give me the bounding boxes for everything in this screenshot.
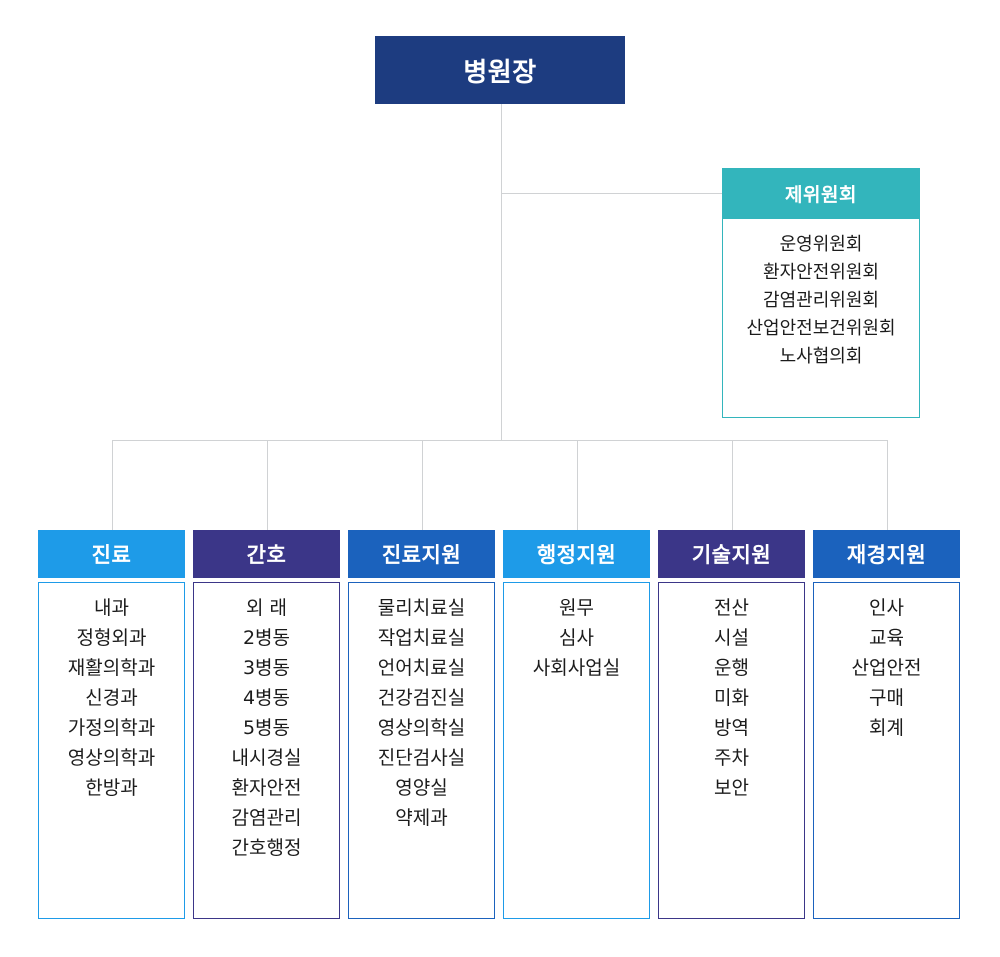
node-department-6-body: 인사 교육 산업안전 구매 회계 [813, 582, 960, 919]
connector-drop-2 [267, 440, 268, 530]
list-item: 인사 [869, 597, 904, 619]
list-item: 내시경실 [231, 747, 302, 769]
connector-drop-6 [887, 440, 888, 530]
list-item: 4병동 [242, 687, 291, 709]
node-department-2-header: 간호 [193, 530, 340, 578]
list-item: 산업안전 [851, 657, 922, 679]
list-item: 감염관리위원회 [763, 290, 879, 311]
list-item: 노사협의회 [779, 346, 863, 367]
list-item: 물리치료실 [377, 597, 466, 619]
list-item: 영상의학과 [67, 747, 156, 769]
list-item: 보안 [714, 777, 749, 799]
list-item: 내과 [94, 597, 129, 619]
list-item: 진단검사실 [377, 747, 466, 769]
list-item: 한방과 [85, 777, 138, 799]
node-department-5-header: 기술지원 [658, 530, 805, 578]
node-department-3[interactable]: 진료지원 물리치료실 작업치료실 언어치료실 건강검진실 영상의학실 진단검사실… [348, 530, 495, 919]
list-item: 환자안전위원회 [763, 262, 879, 283]
node-department-1-header: 진료 [38, 530, 185, 578]
list-item: 회계 [869, 717, 904, 739]
list-item: 작업치료실 [377, 627, 466, 649]
list-item: 운행 [714, 657, 749, 679]
list-item: 신경과 [85, 687, 138, 709]
list-item: 건강검진실 [377, 687, 466, 709]
connector-committee-branch [501, 193, 722, 194]
node-department-4[interactable]: 행정지원 원무 심사 사회사업실 [503, 530, 650, 919]
list-item: 미화 [714, 687, 749, 709]
list-item: 산업안전보건위원회 [746, 318, 896, 339]
list-item: 방역 [714, 717, 749, 739]
node-committees-body: 운영위원회 환자안전위원회 감염관리위원회 산업안전보건위원회 노사협의회 [722, 218, 920, 418]
list-item: 외 래 [246, 597, 287, 619]
connector-drop-1 [112, 440, 113, 530]
list-item: 구매 [869, 687, 904, 709]
node-department-6[interactable]: 재경지원 인사 교육 산업안전 구매 회계 [813, 530, 960, 919]
node-committees-header: 제위원회 [722, 168, 920, 218]
list-item: 전산 [714, 597, 749, 619]
list-item: 영양실 [395, 777, 448, 799]
connector-drop-3 [422, 440, 423, 530]
list-item: 5병동 [242, 717, 291, 739]
list-item: 약제과 [395, 807, 448, 829]
node-hospital-director-header: 병원장 [375, 36, 625, 104]
list-item: 심사 [559, 627, 594, 649]
node-department-5-body: 전산 시설 운행 미화 방역 주차 보안 [658, 582, 805, 919]
list-item: 감염관리 [231, 807, 302, 829]
node-department-5[interactable]: 기술지원 전산 시설 운행 미화 방역 주차 보안 [658, 530, 805, 919]
node-department-1[interactable]: 진료 내과 정형외과 재활의학과 신경과 가정의학과 영상의학과 한방과 [38, 530, 185, 919]
node-department-6-header: 재경지원 [813, 530, 960, 578]
list-item: 운영위원회 [779, 234, 863, 255]
node-department-2-body: 외 래 2병동 3병동 4병동 5병동 내시경실 환자안전 감염관리 간호행정 [193, 582, 340, 919]
node-department-1-body: 내과 정형외과 재활의학과 신경과 가정의학과 영상의학과 한방과 [38, 582, 185, 919]
list-item: 가정의학과 [67, 717, 156, 739]
list-item: 원무 [559, 597, 594, 619]
node-department-2[interactable]: 간호 외 래 2병동 3병동 4병동 5병동 내시경실 환자안전 감염관리 간호… [193, 530, 340, 919]
connector-drop-5 [732, 440, 733, 530]
list-item: 2병동 [242, 627, 291, 649]
node-committees[interactable]: 제위원회 운영위원회 환자안전위원회 감염관리위원회 산업안전보건위원회 노사협… [722, 168, 920, 418]
list-item: 영상의학실 [377, 717, 466, 739]
connector-director-trunk [501, 104, 502, 440]
list-item: 재활의학과 [67, 657, 156, 679]
list-item: 간호행정 [231, 837, 302, 859]
list-item: 시설 [714, 627, 749, 649]
list-item: 주차 [714, 747, 749, 769]
connector-distribution-bar [112, 440, 888, 441]
node-department-4-body: 원무 심사 사회사업실 [503, 582, 650, 919]
connector-drop-4 [577, 440, 578, 530]
node-department-3-body: 물리치료실 작업치료실 언어치료실 건강검진실 영상의학실 진단검사실 영양실 … [348, 582, 495, 919]
list-item: 3병동 [242, 657, 291, 679]
node-department-4-header: 행정지원 [503, 530, 650, 578]
list-item: 환자안전 [231, 777, 302, 799]
list-item: 언어치료실 [377, 657, 466, 679]
node-department-3-header: 진료지원 [348, 530, 495, 578]
list-item: 교육 [869, 627, 904, 649]
list-item: 정형외과 [76, 627, 147, 649]
node-hospital-director[interactable]: 병원장 [375, 36, 625, 104]
list-item: 사회사업실 [532, 657, 621, 679]
